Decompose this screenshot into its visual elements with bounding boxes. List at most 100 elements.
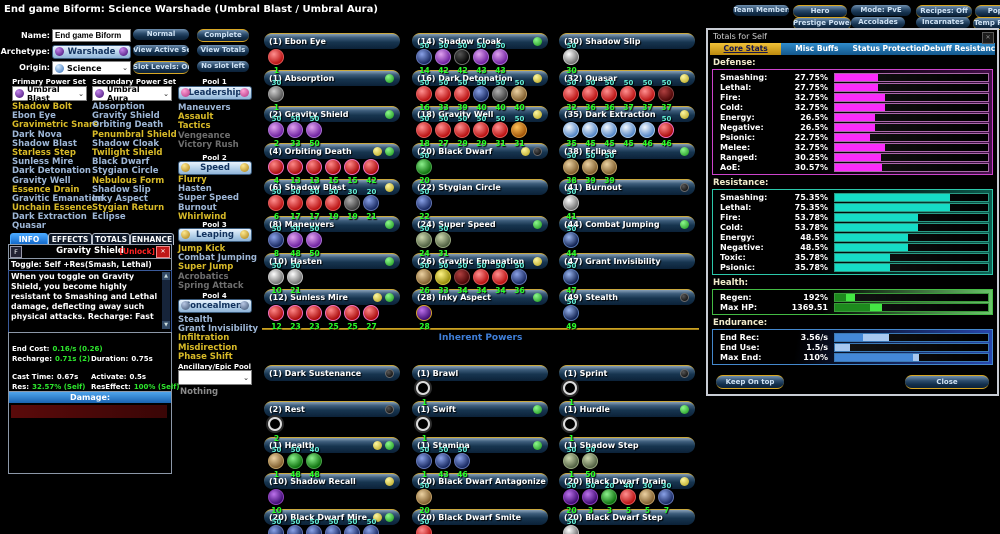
primary-power-dark-extraction[interactable]: Dark Extraction <box>12 212 87 223</box>
enhancement-slot[interactable]: 46 <box>638 115 657 151</box>
secondary-power-stygian-return[interactable]: Stygian Return <box>92 203 165 214</box>
enhancement-slot[interactable]: 50 <box>305 518 324 534</box>
power-bar[interactable]: (28) Inky Aspect <box>412 289 548 305</box>
origin-select[interactable]: Science ⌄ <box>52 61 131 75</box>
pool-power-misdirection[interactable]: Misdirection <box>178 342 238 353</box>
power-bar[interactable]: (1) Shadow Step <box>559 437 695 453</box>
tab-info[interactable]: INFO <box>10 233 48 245</box>
pool-power-flurry[interactable]: Flurry <box>178 175 207 185</box>
power-bar[interactable]: (14) Shadow Cloak <box>412 33 548 49</box>
pool-power-maneuvers[interactable]: Maneuvers <box>178 103 231 113</box>
scroll-up-icon[interactable]: ▲ <box>162 272 170 280</box>
totals-close-button[interactable]: Close <box>905 375 989 389</box>
ancillary-select[interactable]: ⌄ <box>178 370 252 385</box>
enhancement-slot[interactable]: 15 <box>343 152 362 188</box>
secondary-power-shadow-cloak[interactable]: Shadow Cloak <box>92 138 160 149</box>
complete-button[interactable]: Complete <box>197 29 249 42</box>
primary-power-gravity-well[interactable]: Gravity Well <box>12 175 71 186</box>
power-bar[interactable]: (1) Health <box>264 437 400 453</box>
primary-power-ebon-eye[interactable]: Ebon Eye <box>12 111 56 122</box>
team-members-button[interactable]: Team Members <box>733 5 789 16</box>
pool-power-grant-invisibility[interactable]: Grant Invisibility <box>178 324 259 335</box>
power-bar[interactable]: (1) Ebon Eye <box>264 33 400 49</box>
enhancement-slot[interactable]: 50 <box>562 518 581 534</box>
power-bar[interactable]: (35) Dark Extraction <box>559 106 695 122</box>
enhancement-slot[interactable]: 35 <box>562 115 581 151</box>
secondary-power-gravity-shield[interactable]: Gravity Shield <box>92 111 160 122</box>
enhancement-slot[interactable]: 23 <box>305 298 324 334</box>
pool-select-speed[interactable]: Speed <box>178 161 252 175</box>
pool-power-acrobatics[interactable]: Acrobatics <box>178 271 229 282</box>
power-bar[interactable]: (30) Shadow Slip <box>559 33 695 49</box>
totals-tab-status-protection[interactable]: Status Protection <box>852 43 924 55</box>
accolades-button[interactable]: Accolades <box>851 17 905 28</box>
power-bar[interactable]: (38) Eclipse <box>559 143 695 159</box>
primary-power-essence-drain[interactable]: Essence Drain <box>12 184 80 195</box>
enhancement-slot[interactable]: 13 <box>286 152 305 188</box>
power-bar[interactable]: (20) Black Dwarf Step <box>559 509 695 525</box>
primary-power-shadow-bolt[interactable]: Shadow Bolt <box>12 102 72 112</box>
enhancement-slot[interactable]: 1 <box>562 374 581 410</box>
pool-power-super-speed[interactable]: Super Speed <box>178 193 239 204</box>
power-bar[interactable]: (10) Shadow Recall <box>264 473 400 489</box>
enhancement-slot[interactable]: 15 <box>324 152 343 188</box>
secondary-power-orbiting-death[interactable]: Orbiting Death <box>92 120 164 131</box>
power-bar[interactable]: (1) Hurdle <box>559 401 695 417</box>
secondary-power-penumbral-shield[interactable]: Penumbral Shield <box>92 129 177 140</box>
secondary-power-stygian-circle[interactable]: Stygian Circle <box>92 166 159 177</box>
totals-tab-misc-buffs[interactable]: Misc Buffs <box>781 43 853 55</box>
enhancement-slot[interactable]: 50 <box>286 518 305 534</box>
enhancement-slot[interactable]: 42 <box>362 152 381 188</box>
enhancement-slot[interactable]: 50 <box>362 518 381 534</box>
power-bar[interactable]: (20) Black Dwarf <box>412 143 548 159</box>
enhancement-slot[interactable]: 4 <box>267 152 286 188</box>
primary-power-gravitic-emanation[interactable]: Gravitic Emanation <box>12 193 104 204</box>
power-bar[interactable]: (49) Stealth <box>559 289 695 305</box>
enhancement-slot[interactable]: 13 <box>305 152 324 188</box>
pool-select-leadership[interactable]: Leadership <box>178 86 252 100</box>
power-bar[interactable]: (20) Black Dwarf Drain <box>559 473 695 489</box>
enhancement-slot[interactable]: 1 <box>562 410 581 446</box>
mode-pve-button[interactable]: Mode: PvE <box>851 5 911 16</box>
popout-close-icon[interactable]: ✕ <box>156 246 170 258</box>
enhancement-slot[interactable]: 45 <box>581 115 600 151</box>
secondary-power-inky-aspect[interactable]: Inky Aspect <box>92 193 148 204</box>
power-bar[interactable]: (20) Black Dwarf Antagonize <box>412 473 548 489</box>
normal-button[interactable]: Normal <box>133 29 189 40</box>
enhancement-slot[interactable]: 1 <box>415 410 434 446</box>
power-bar[interactable]: (4) Orbiting Death <box>264 143 400 159</box>
power-bar[interactable]: (26) Gravitic Emanation <box>412 253 548 269</box>
no-slot-left-button[interactable]: No slot left <box>197 61 249 72</box>
keep-on-top-button[interactable]: Keep On top <box>716 375 784 389</box>
pool-power-assault[interactable]: Assault <box>178 112 214 123</box>
enhancement-slot[interactable]: 1 <box>267 42 286 78</box>
power-bar[interactable]: (1) Swift <box>412 401 548 417</box>
power-bar[interactable]: (16) Dark Detonation <box>412 70 548 86</box>
secondary-power-shadow-slip[interactable]: Shadow Slip <box>92 184 151 195</box>
